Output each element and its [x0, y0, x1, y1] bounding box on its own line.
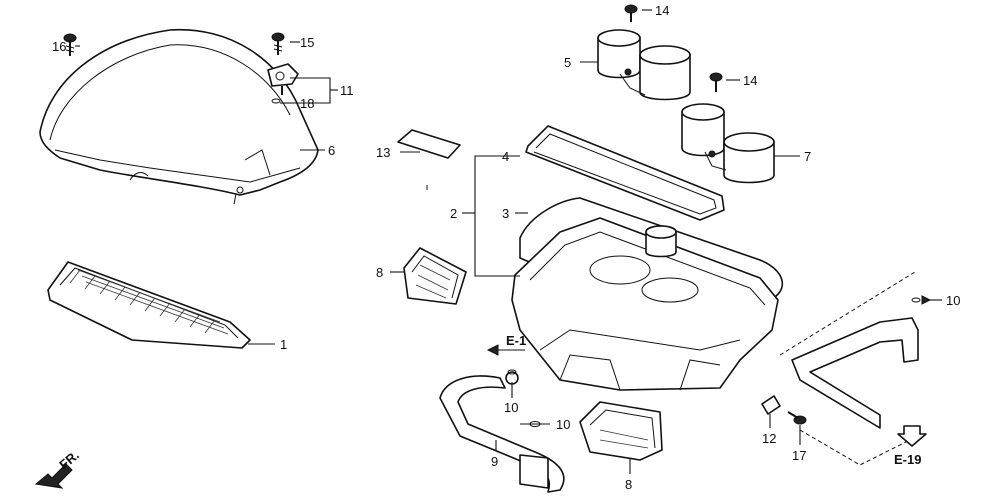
label-9: 9 — [491, 454, 498, 469]
label-17: 17 — [792, 448, 806, 463]
pad-13 — [397, 129, 461, 190]
label-4: 4 — [502, 149, 509, 164]
label-10-right: 10 — [946, 293, 960, 308]
label-11: 11 — [340, 83, 354, 98]
label-6: 6 — [328, 143, 335, 158]
bolt-14-top — [624, 4, 638, 22]
e1-label: E-1 — [506, 333, 526, 348]
connector-8-lower — [579, 401, 663, 461]
label-3: 3 — [502, 206, 509, 221]
air-cleaner-cover — [39, 28, 319, 205]
intake-duct-5 — [597, 29, 691, 101]
label-5: 5 — [564, 55, 571, 70]
label-8-upper: 8 — [376, 265, 383, 280]
label-14-top: 14 — [655, 3, 669, 18]
screw-16 — [63, 33, 77, 56]
gasket-4 — [525, 125, 725, 221]
label-7: 7 — [804, 149, 811, 164]
bolt-17 — [787, 411, 807, 425]
label-1: 1 — [280, 337, 287, 352]
air-cleaner-housing — [511, 217, 779, 391]
reference-e19: E-19 — [894, 425, 927, 467]
clamp-10-right — [911, 295, 932, 305]
breather-hose-right — [779, 271, 919, 466]
label-12: 12 — [762, 431, 776, 446]
label-8-lower: 8 — [625, 477, 632, 492]
part-number-labels: 16 15 11 18 6 1 14 5 14 7 13 4 2 3 8 10 … — [52, 3, 960, 492]
intake-duct-7 — [681, 103, 775, 184]
bolt-14-mid — [709, 72, 723, 92]
e19-label: E-19 — [894, 452, 921, 467]
clip-12 — [761, 395, 781, 415]
label-10-mid: 10 — [504, 400, 518, 415]
front-direction-arrow: FR. — [34, 447, 82, 489]
label-16: 16 — [52, 39, 66, 54]
label-13: 13 — [376, 145, 390, 160]
leader-lines — [75, 9, 942, 474]
clamp-10-mid — [507, 369, 517, 375]
label-14-mid: 14 — [743, 73, 757, 88]
reference-e1: E-1 — [486, 333, 526, 356]
screw-15 — [271, 32, 285, 55]
breather-hose-9 — [439, 371, 565, 493]
connector-8-upper — [403, 247, 467, 305]
label-15: 15 — [300, 35, 314, 50]
label-18: 18 — [300, 96, 314, 111]
label-2: 2 — [450, 206, 457, 221]
bracket-11 — [267, 63, 299, 104]
label-10-low: 10 — [556, 417, 570, 432]
front-label: FR. — [56, 447, 82, 472]
air-filter-element — [47, 261, 251, 349]
